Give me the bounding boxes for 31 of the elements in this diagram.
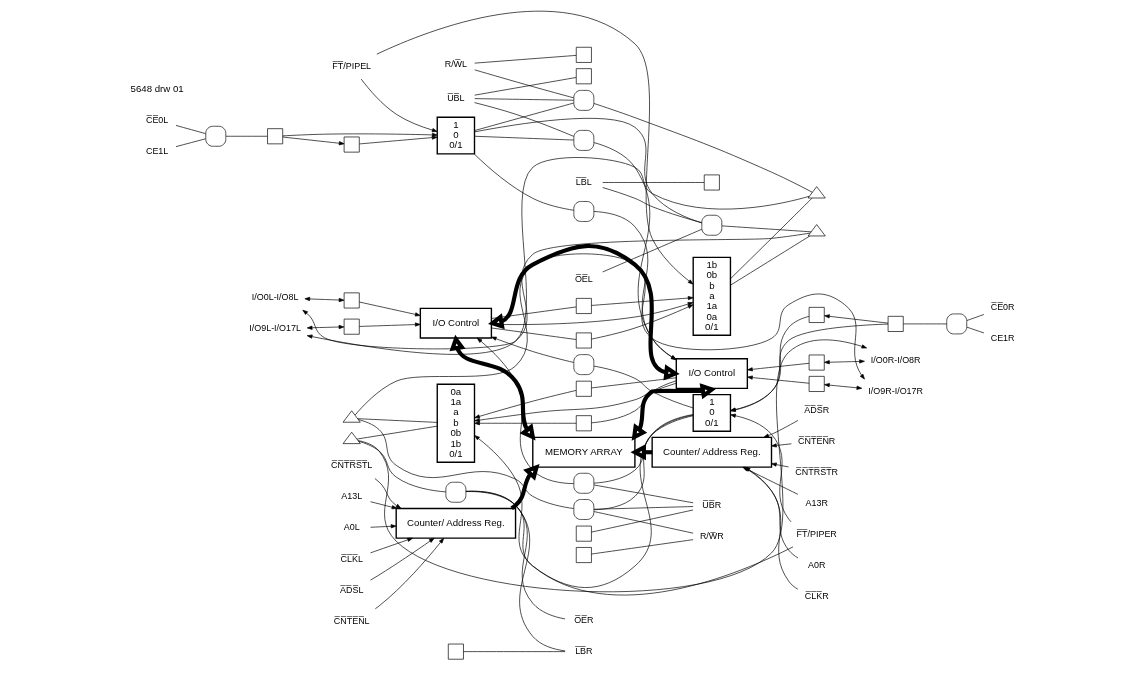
node-text: C̅N̅T̅R̅S̅T̅L	[330, 460, 372, 471]
node-text: L̅B̅L	[575, 176, 592, 187]
node-text: C̅N̅T̅R̅S̅T̅R	[794, 466, 838, 477]
node-text: A̅D̅S̅L	[339, 584, 363, 595]
node-text: F̅T̅/PIPER	[796, 528, 837, 539]
label: 5648 drw 01	[130, 82, 184, 94]
node-text: U̅B̅L	[446, 92, 465, 103]
node-text: C̅E̅0L	[145, 114, 168, 125]
node-text: A0R	[807, 559, 825, 570]
node-text: R/W̅R	[699, 531, 724, 542]
node-text: A13R	[804, 497, 828, 508]
node-text: I/O0L-I/O8L	[251, 292, 299, 303]
node-text: C̅L̅K̅L	[340, 553, 363, 564]
node-text: C̅N̅T̅E̅N̅R	[797, 435, 835, 446]
node-text: I/O9R-I/O17R	[867, 385, 923, 396]
node-text: A13L	[340, 491, 362, 502]
node-text: CE1R	[990, 333, 1015, 344]
node-text: U̅B̅R	[701, 500, 721, 511]
node-text: O̅E̅R	[573, 614, 594, 625]
node-text: C̅L̅K̅R	[804, 590, 829, 601]
node-text: R/W̅L	[444, 58, 467, 69]
node-text: L̅B̅R	[574, 645, 593, 656]
node-text: F̅T̅/PIPEL	[331, 60, 371, 71]
node-text: I/O0R-I/O8R	[870, 354, 921, 365]
node-text: C̅N̅T̅E̅N̅L	[333, 615, 370, 626]
node-text: O̅E̅L	[574, 274, 593, 285]
node-text: CE1L	[145, 145, 168, 156]
node-text: I/O9L-I/O17L	[248, 323, 301, 334]
node-text: C̅E̅0R	[990, 302, 1015, 313]
node-text: A̅D̅S̅R	[803, 404, 829, 415]
node-text: A0L	[343, 522, 360, 533]
